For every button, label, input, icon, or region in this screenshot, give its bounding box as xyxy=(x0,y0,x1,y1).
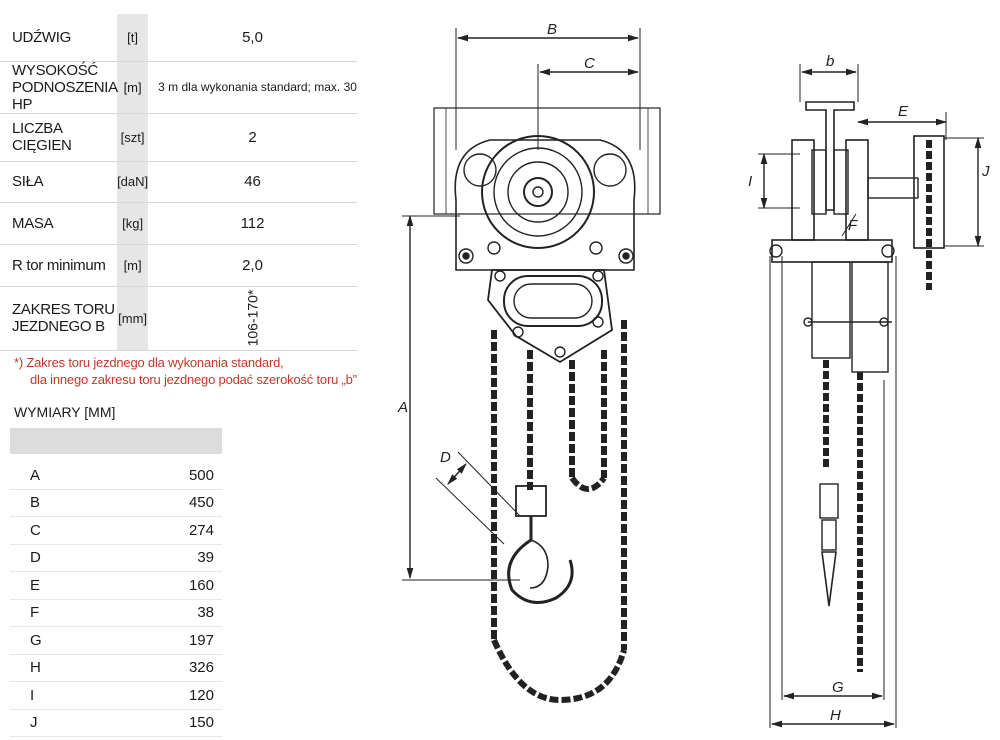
spec-row: SIŁA [daN] 46 xyxy=(0,161,357,203)
label-i: I xyxy=(748,173,752,190)
side-view xyxy=(758,64,984,728)
label-b: B xyxy=(547,21,557,38)
dimensions-header-bar xyxy=(10,428,222,454)
label-f: F xyxy=(848,217,858,234)
dimension-value: 39 xyxy=(160,544,222,572)
spec-value: 3 m dla wykonania standard; max. 30 xyxy=(148,61,357,114)
trolley-body xyxy=(454,139,636,271)
dimension-value: 500 xyxy=(160,462,222,490)
side-hoist-housing xyxy=(851,261,889,373)
hand-wheel xyxy=(481,135,595,249)
dimension-value: 326 xyxy=(160,654,222,682)
dimension-value: 160 xyxy=(160,571,222,600)
side-hand-wheel xyxy=(913,135,945,249)
spec-row: WYSOKOŚĆ PODNOSZENIA Hp [m] 3 m dla wyko… xyxy=(0,61,357,114)
front-view xyxy=(402,28,661,704)
spec-name: SIŁA xyxy=(0,161,118,203)
label-b-small: b xyxy=(826,53,834,70)
dimension-label: H xyxy=(10,654,160,682)
spec-row: ZAKRES TORU JEZDNEGO b [mm] 106-170* xyxy=(0,286,357,351)
label-c: C xyxy=(584,55,595,72)
spec-unit: [kg] xyxy=(117,202,149,245)
spec-name: MASA xyxy=(0,202,118,245)
footnote-line-2: dla innego zakresu toru jezdnego podać s… xyxy=(30,372,357,387)
spec-name: ZAKRES TORU JEZDNEGO b xyxy=(0,286,118,351)
label-d: D xyxy=(440,449,451,466)
label-j: J xyxy=(981,163,990,180)
spec-value: 106-170* xyxy=(148,286,357,351)
dimension-value: 150 xyxy=(160,709,222,737)
label-e: E xyxy=(898,103,909,120)
spec-unit: [szt] xyxy=(117,113,149,162)
dimension-label: F xyxy=(10,599,160,627)
hoist-housing xyxy=(487,269,613,364)
spec-row: LICZBA CIĘGIEN [szt] 2 xyxy=(0,113,357,162)
dimensions-title: WYMIARY [mm] xyxy=(14,404,116,420)
spec-name: LICZBA CIĘGIEN xyxy=(0,113,118,162)
dimension-label: G xyxy=(10,626,160,655)
side-hook xyxy=(821,551,837,607)
dimension-label: D xyxy=(10,544,160,572)
spec-name: WYSOKOŚĆ PODNOSZENIA Hp xyxy=(0,61,118,114)
dim-d-line xyxy=(447,463,467,485)
spec-name: R tor minimum xyxy=(0,244,118,287)
rail-beam xyxy=(433,107,661,215)
dimension-label: B xyxy=(10,489,160,517)
spec-unit: [daN] xyxy=(117,161,149,203)
hook-block xyxy=(515,485,547,517)
drive-shaft xyxy=(867,177,919,199)
spec-value: 2,0 xyxy=(148,244,357,287)
spec-value: 112 xyxy=(148,202,357,245)
footnote-line-1: *) Zakres toru jezdnego dla wykonania st… xyxy=(14,355,284,370)
spec-unit: [mm] xyxy=(117,286,149,351)
dimension-value: 450 xyxy=(160,489,222,517)
spec-unit: [m] xyxy=(117,244,149,287)
label-g: G xyxy=(832,679,844,696)
spec-row: UDŹWIG [t] 5,0 xyxy=(0,14,357,62)
label-h: H xyxy=(830,707,841,724)
dimension-label: E xyxy=(10,571,160,600)
dimension-label: J xyxy=(10,709,160,737)
label-a: A xyxy=(397,399,408,416)
dimension-value: 274 xyxy=(160,516,222,545)
dimension-value: 120 xyxy=(160,681,222,710)
spec-row: R tor minimum [m] 2,0 xyxy=(0,244,357,287)
spec-unit: [m] xyxy=(117,61,149,114)
dimension-label: A xyxy=(10,462,160,490)
spec-unit: [t] xyxy=(117,14,149,62)
dimension-label: I xyxy=(10,681,160,710)
dimension-value: 38 xyxy=(160,599,222,627)
spec-row: MASA [kg] 112 xyxy=(0,202,357,245)
footnote: *) Zakres toru jezdnego dla wykonania st… xyxy=(14,354,357,388)
spec-value: 46 xyxy=(148,161,357,203)
spec-value: 5,0 xyxy=(148,14,357,62)
load-hook xyxy=(507,516,574,604)
dimension-label: C xyxy=(10,516,160,545)
spec-table: UDŹWIG [t] 5,0 WYSOKOŚĆ PODNOSZENIA Hp [… xyxy=(0,14,357,351)
trolley-axle xyxy=(771,239,893,263)
spec-name: UDŹWIG xyxy=(0,14,118,62)
spec-value: 2 xyxy=(148,113,357,162)
dimension-value: 197 xyxy=(160,626,222,655)
